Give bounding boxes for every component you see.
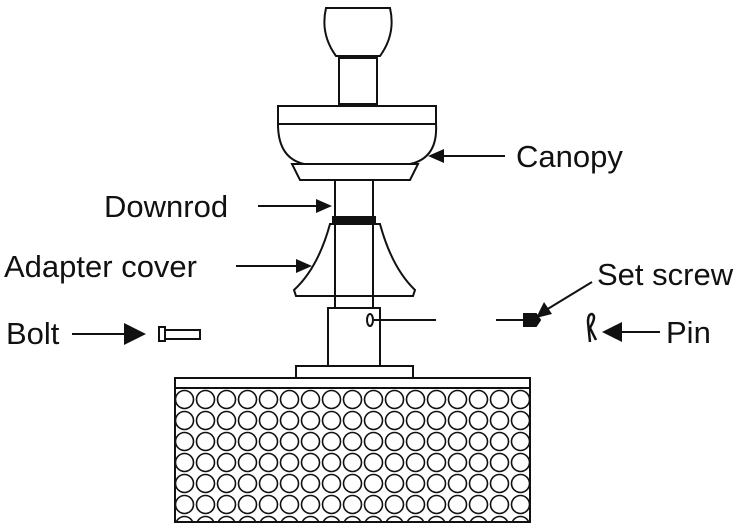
label-canopy: Canopy	[516, 139, 623, 174]
leader-lines	[72, 149, 660, 345]
downrod	[332, 179, 376, 308]
adapter-cover	[292, 223, 417, 297]
set-screw	[496, 313, 542, 327]
label-set-screw: Set screw	[597, 257, 734, 292]
motor-coupler	[295, 307, 436, 379]
motor-housing	[174, 377, 531, 523]
label-downrod: Downrod	[104, 189, 228, 224]
hanger-ball	[323, 7, 393, 105]
label-adapter-cover: Adapter cover	[4, 249, 197, 284]
bolt	[158, 326, 201, 342]
canopy	[276, 105, 438, 181]
pin	[586, 312, 598, 343]
label-bolt: Bolt	[6, 316, 60, 351]
label-pin: Pin	[666, 315, 711, 350]
